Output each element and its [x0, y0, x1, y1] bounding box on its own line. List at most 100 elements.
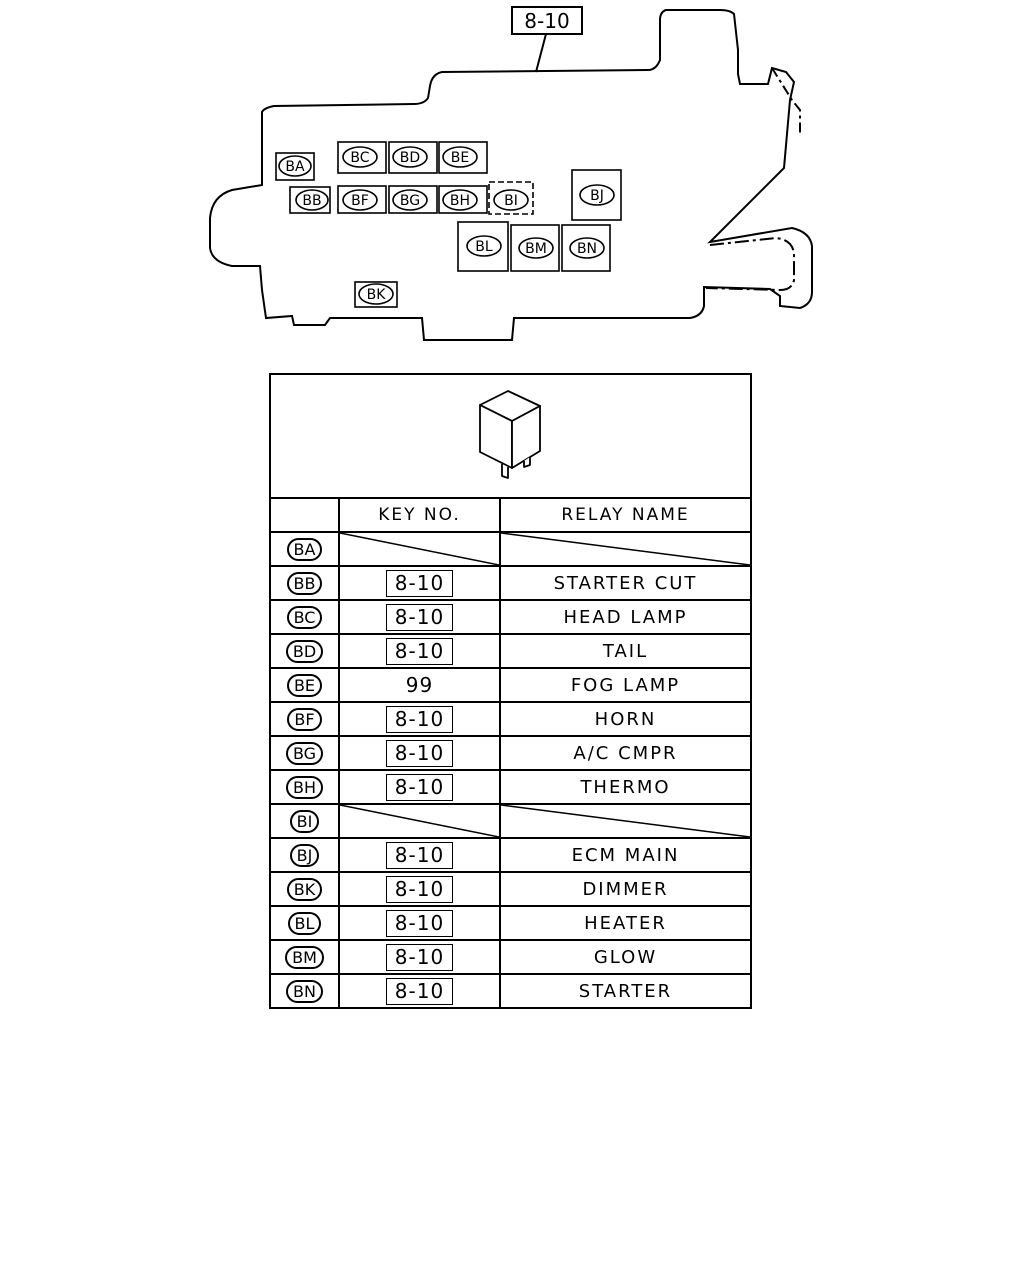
relay-name-cell: FOG LAMP: [499, 667, 752, 703]
relay-code: BA: [286, 537, 323, 561]
key-no: 8-10: [385, 977, 454, 1005]
relay-code-cell: BL: [269, 905, 340, 941]
relay-image-row: [269, 373, 752, 499]
table-row: BH 8-10 THERMO: [269, 769, 752, 805]
key-no-cell: [338, 803, 501, 839]
relay-name: ECM MAIN: [571, 844, 680, 866]
socket-label: BA: [285, 159, 305, 175]
key-no-cell: 8-10: [338, 633, 501, 669]
relay-code-cell: BA: [269, 531, 340, 567]
relay-name: TAIL: [602, 640, 649, 662]
relay-name: STARTER CUT: [553, 572, 698, 594]
key-no-cell: 8-10: [338, 837, 501, 873]
relay-code-cell: BC: [269, 599, 340, 635]
key-no: 8-10: [385, 637, 454, 665]
relay-box-diagram: 8-10 BA BB BC BD: [209, 6, 813, 341]
relay-code: BJ: [289, 843, 320, 867]
header-code: [269, 497, 340, 533]
key-no-cell: [338, 531, 501, 567]
table-row: BE 99 FOG LAMP: [269, 667, 752, 703]
socket-bf: [342, 189, 378, 211]
key-no-cell: 8-10: [338, 939, 501, 975]
relay-name: FOG LAMP: [570, 674, 681, 696]
socket-bj: [579, 184, 615, 206]
relay-code-cell: BH: [269, 769, 340, 805]
key-no-cell: 8-10: [338, 973, 501, 1009]
relay-code-cell: BG: [269, 735, 340, 771]
relay-name: STARTER: [578, 980, 673, 1002]
socket-bl: [466, 235, 502, 257]
relay-code: BM: [285, 945, 324, 969]
relay-code: BE: [286, 673, 323, 697]
key-no: 8-10: [385, 739, 454, 767]
relay-code: BC: [286, 605, 323, 629]
table-row: BG 8-10 A/C CMPR: [269, 735, 752, 771]
key-no-cell: 8-10: [338, 565, 501, 601]
relay-name-cell: STARTER: [499, 973, 752, 1009]
table-row: BB 8-10 STARTER CUT: [269, 565, 752, 601]
table-row: BI: [269, 803, 752, 839]
key-no-cell: 8-10: [338, 871, 501, 907]
relay-name: HORN: [594, 708, 657, 730]
key-no: 8-10: [385, 875, 454, 903]
socket-bi: [493, 189, 529, 211]
relay-code: BB: [286, 571, 323, 595]
socket-label: BH: [450, 193, 470, 209]
relay-code-cell: BD: [269, 633, 340, 669]
relay-code: BL: [287, 911, 322, 935]
relay-code-cell: BK: [269, 871, 340, 907]
relay-name: THERMO: [580, 776, 671, 798]
socket-be: [442, 146, 478, 168]
relay-name-cell: TAIL: [499, 633, 752, 669]
key-no-cell: 8-10: [338, 735, 501, 771]
socket-label: BN: [577, 241, 597, 257]
socket-label: BC: [350, 150, 369, 166]
key-no-cell: 8-10: [338, 599, 501, 635]
key-no: 8-10: [385, 841, 454, 869]
relay-code: BN: [286, 979, 323, 1003]
socket-bc: [342, 146, 378, 168]
relay-code: BI: [289, 809, 320, 833]
relay-name-cell: A/C CMPR: [499, 735, 752, 771]
relay-name: HEATER: [584, 912, 667, 934]
inner-duct: [705, 236, 795, 292]
table-row: BM 8-10 GLOW: [269, 939, 752, 975]
socket-label: BE: [451, 150, 469, 166]
relay-code-cell: BE: [269, 667, 340, 703]
socket-bh: [442, 189, 478, 211]
key-no: 99: [405, 673, 434, 697]
socket-bn: [569, 237, 605, 259]
relay-name-cell: [499, 531, 752, 567]
callout-leader: [535, 33, 547, 73]
key-no: 8-10: [385, 943, 454, 971]
key-no-cell: 99: [338, 667, 501, 703]
header-key-no: KEY NO.: [338, 497, 501, 533]
relay-code-cell: BI: [269, 803, 340, 839]
socket-bg: [392, 189, 428, 211]
key-no-cell: 8-10: [338, 769, 501, 805]
key-no: 8-10: [385, 569, 454, 597]
relay-name-cell: THERMO: [499, 769, 752, 805]
relay-name: A/C CMPR: [573, 742, 678, 764]
relay-code-cell: BF: [269, 701, 340, 737]
relay-name-cell: HORN: [499, 701, 752, 737]
key-no-cell: 8-10: [338, 701, 501, 737]
socket-label: BI: [504, 193, 518, 209]
relay-name-cell: HEAD LAMP: [499, 599, 752, 635]
key-no: 8-10: [385, 773, 454, 801]
socket-bk: [358, 283, 394, 305]
socket-bb: [295, 189, 329, 211]
relay-code: BH: [285, 775, 323, 799]
table-row: BD 8-10 TAIL: [269, 633, 752, 669]
socket-label: BD: [400, 150, 420, 166]
socket-label: BL: [475, 239, 493, 255]
relay-code-cell: BN: [269, 973, 340, 1009]
socket-label: BG: [400, 193, 420, 209]
relay-name: HEAD LAMP: [563, 606, 688, 628]
relay-icon: [478, 389, 541, 479]
socket-label: BJ: [590, 188, 604, 204]
relay-name-cell: STARTER CUT: [499, 565, 752, 601]
table-header-row: KEY NO. RELAY NAME: [269, 497, 752, 533]
relay-name-cell: GLOW: [499, 939, 752, 975]
